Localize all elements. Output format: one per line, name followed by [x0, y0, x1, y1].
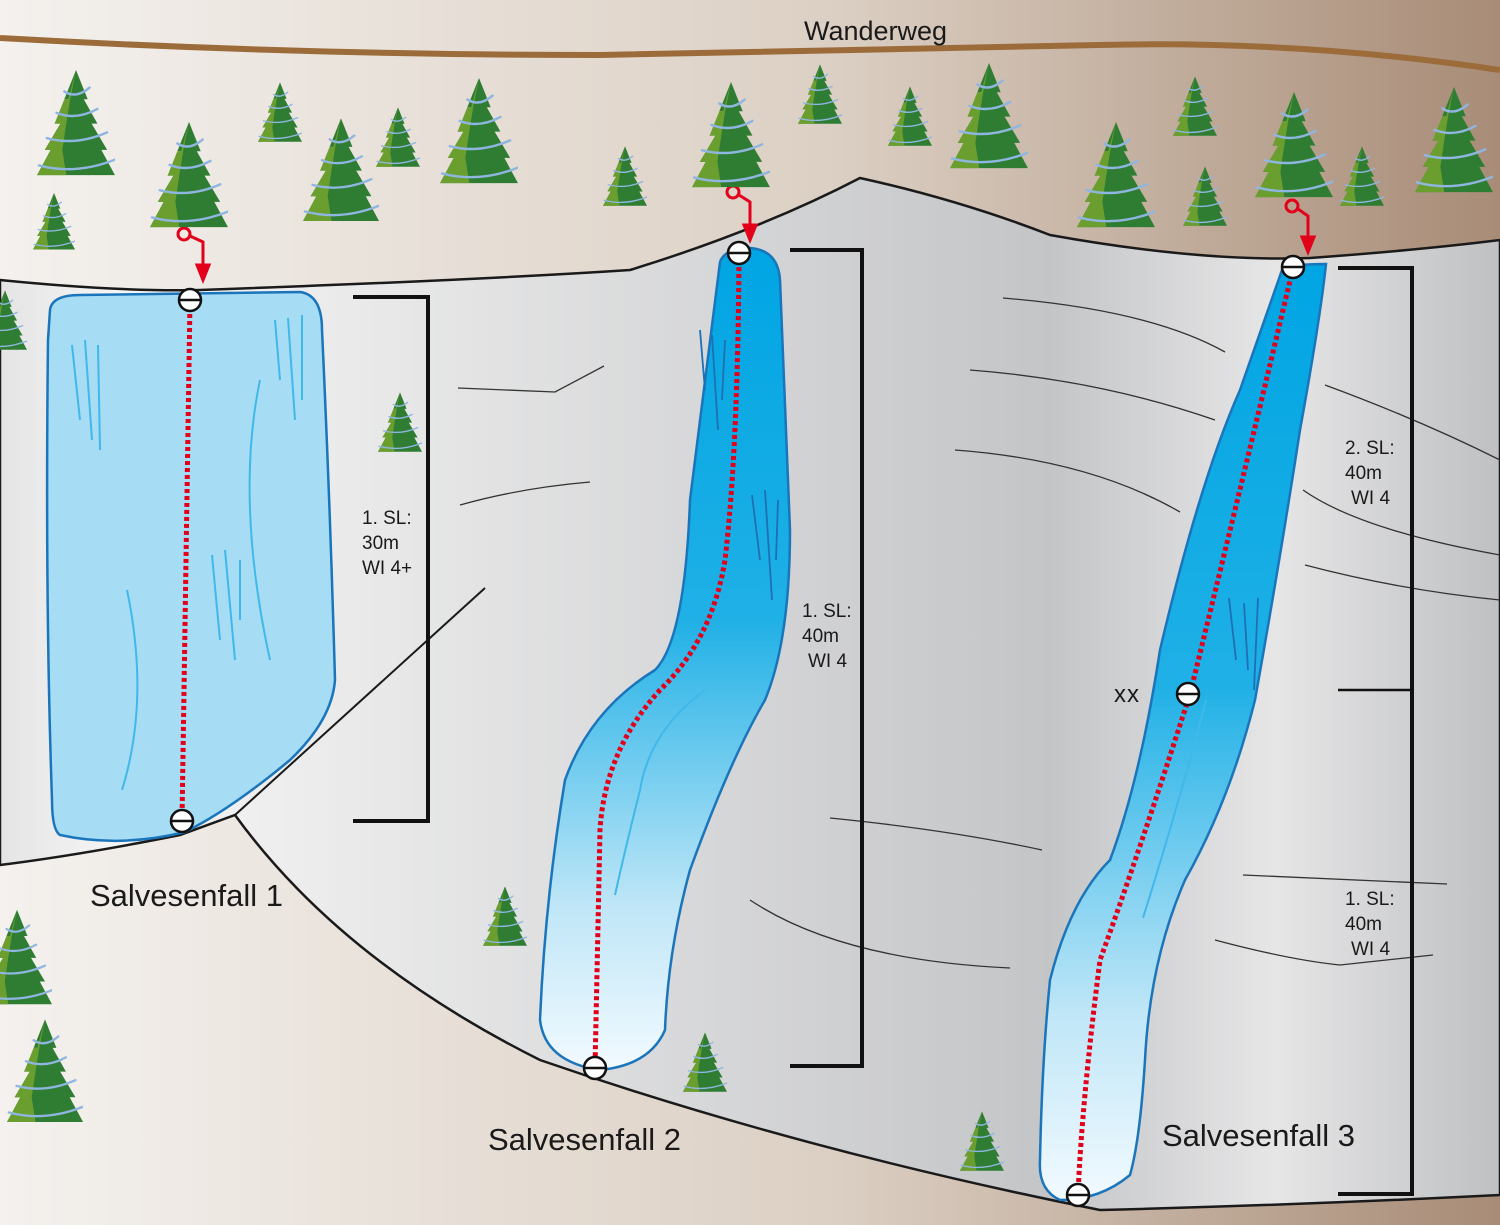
hiking-trail[interactable] — [0, 35, 1500, 73]
fall-1-name: Salvesenfall 1 — [90, 878, 284, 913]
pitch-grade: WI 4+ — [362, 558, 413, 579]
pitch-length: 30m — [362, 533, 399, 554]
route-1 — [179, 299, 193, 821]
icefall-1-texture — [71, 315, 303, 791]
route-3 — [1075, 267, 1296, 1196]
pitch-grade: WI 4 — [1351, 939, 1391, 960]
pitch-label: 1. SL: — [802, 601, 852, 622]
trail-label: Wanderweg — [804, 16, 948, 46]
icefall-1[interactable] — [45, 290, 337, 843]
pitch-length: 40m — [802, 626, 839, 647]
fall-2-name: Salvesenfall 2 — [488, 1122, 682, 1157]
icefall-2[interactable] — [538, 246, 792, 1072]
belay-icon — [582, 1055, 608, 1081]
icefall-3[interactable] — [1038, 262, 1328, 1202]
fall-3-pitch-2: 2. SL: 40m WI 4 — [1345, 436, 1395, 511]
approach-arrows — [176, 184, 1317, 285]
pitch-length: 40m — [1345, 463, 1382, 484]
route-2 — [592, 252, 742, 1069]
belay-icon — [726, 240, 752, 266]
icefall-2-texture — [699, 329, 779, 601]
route-lines — [179, 252, 1296, 1196]
belay-icon — [1280, 254, 1306, 280]
belay-anchors — [169, 240, 1306, 1208]
pitch-label: 1. SL: — [1345, 889, 1395, 910]
belay-icon — [169, 808, 195, 834]
belay-icon — [1175, 681, 1201, 707]
pitch-grade: WI 4 — [1351, 488, 1391, 509]
fall-3-name: Salvesenfall 3 — [1162, 1118, 1356, 1153]
fall-3-pitch-1: 1. SL: 40m WI 4 — [1345, 887, 1395, 962]
fall-2-pitch-1: 1. SL: 40m WI 4 — [802, 599, 852, 674]
belay-marker: xx — [1114, 681, 1140, 708]
pitch-label: 1. SL: — [362, 508, 412, 529]
rock-texture — [457, 297, 1500, 969]
pitch-grade: WI 4 — [808, 651, 848, 672]
belay-icon — [1065, 1182, 1091, 1208]
rock-edge-line — [234, 587, 486, 816]
belay-icon — [177, 287, 203, 313]
pitch-length: 40m — [1345, 914, 1382, 935]
pitch-label: 2. SL: — [1345, 438, 1395, 459]
icefall-3-texture — [1228, 597, 1259, 691]
pitch-brackets — [353, 248, 1414, 1196]
fall-1-pitch-1: 1. SL: 30m WI 4+ — [362, 506, 412, 581]
